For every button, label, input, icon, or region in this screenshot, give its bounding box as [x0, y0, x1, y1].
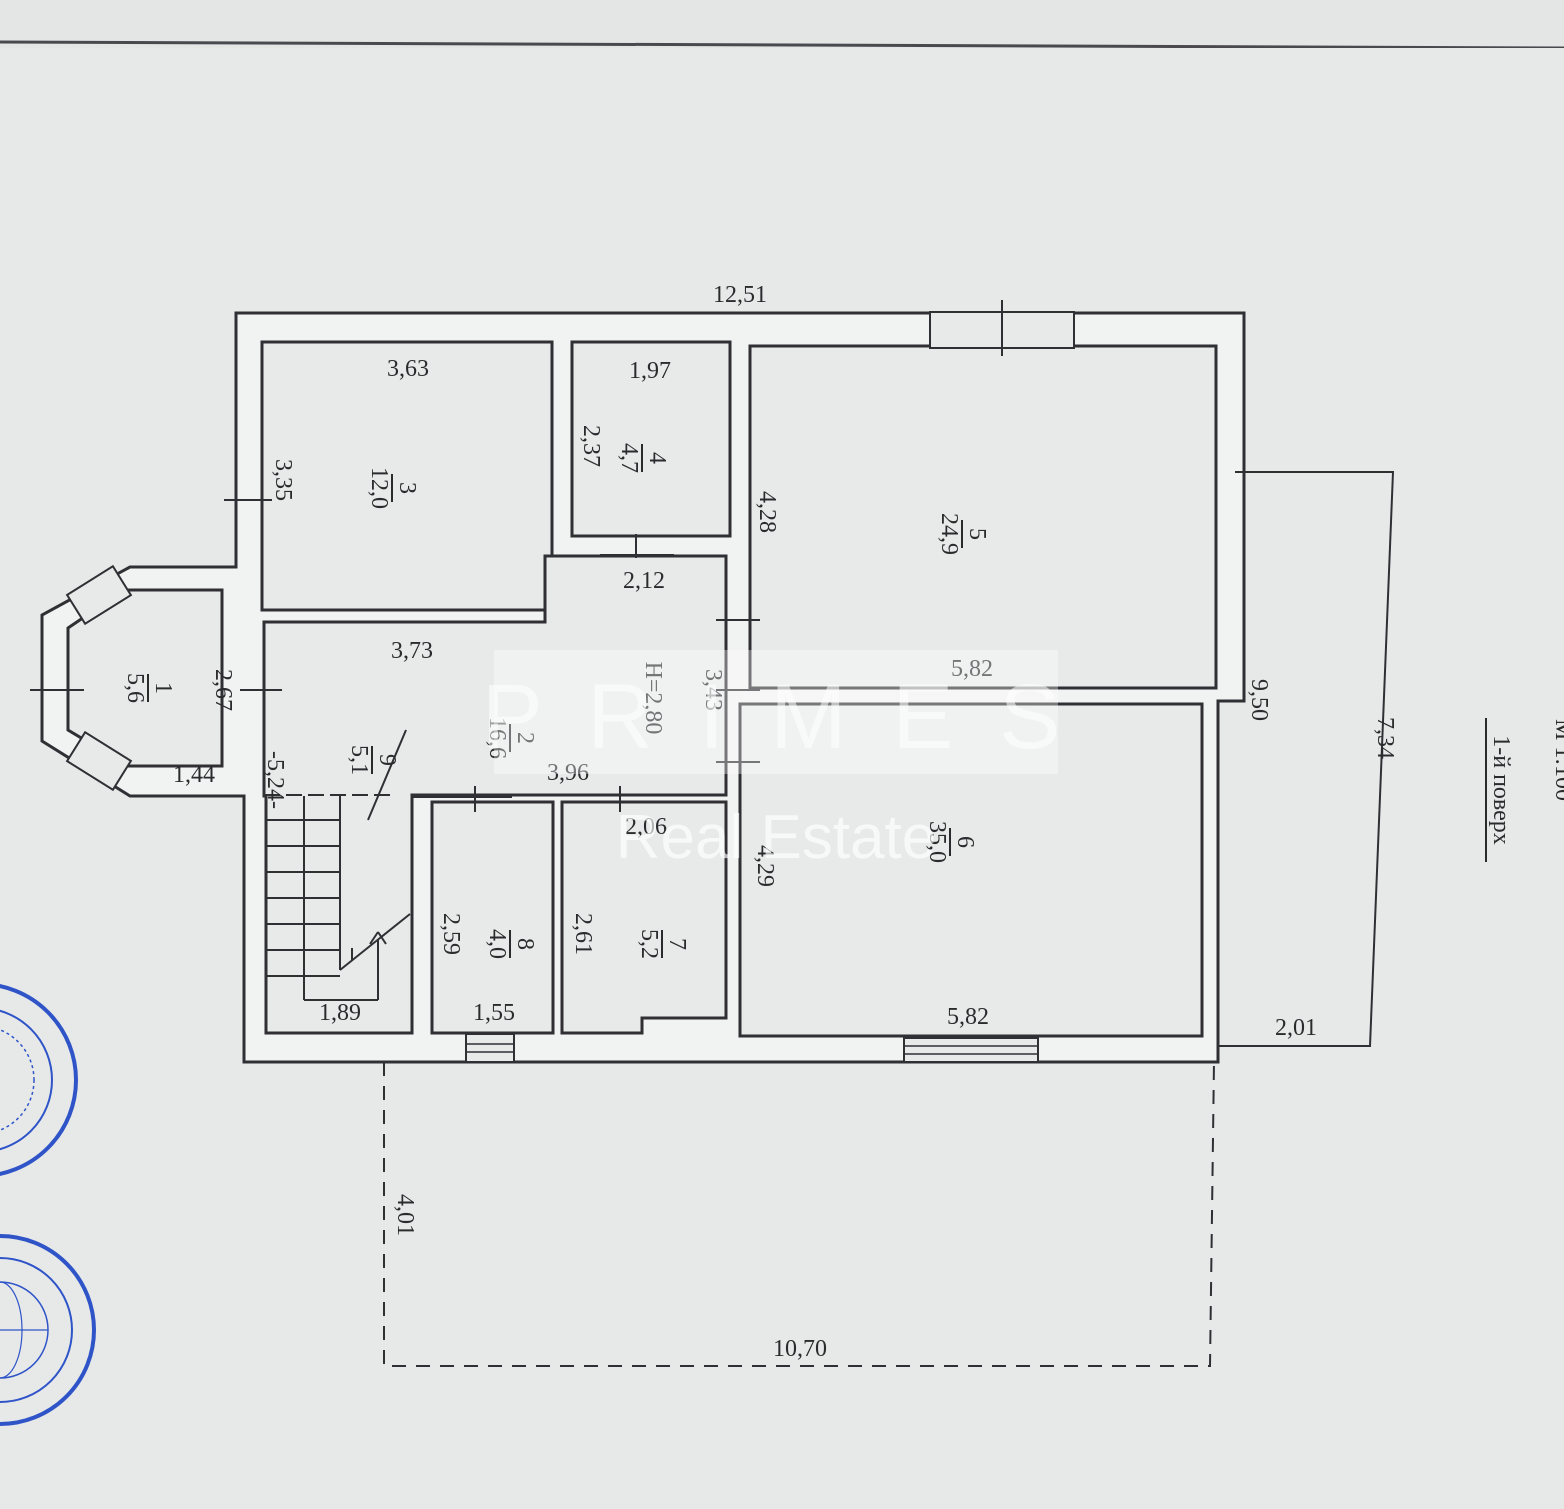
room-4-outline: [570, 340, 732, 538]
svg-text:1: 1: [150, 682, 176, 694]
dim-corridor-height: 3,43: [700, 669, 726, 711]
room-5-label: 5 24,9: [936, 513, 990, 555]
dim-room4-height: 2,37: [578, 425, 604, 467]
svg-text:5,1: 5,1: [346, 745, 372, 775]
svg-text:24,9: 24,9: [936, 513, 962, 555]
room-3-outline: [260, 340, 554, 612]
dim-hall-length: -5,24-: [262, 751, 288, 809]
room-6-label: 6 35,0: [924, 821, 978, 863]
svg-text:12,0: 12,0: [366, 467, 392, 509]
dim-room4-width: 1,97: [629, 358, 671, 384]
svg-text:2: 2: [512, 732, 538, 744]
svg-text:35,0: 35,0: [924, 821, 950, 863]
room-9-label: 9 5,1: [346, 745, 400, 775]
svg-text:3: 3: [394, 482, 420, 494]
svg-text:5,6: 5,6: [122, 673, 148, 703]
official-stamp-upper: [0, 984, 78, 1176]
dim-room3-width: 3,63: [387, 356, 429, 382]
svg-text:5: 5: [964, 528, 990, 540]
svg-text:8: 8: [512, 938, 538, 950]
room-6-outline: [738, 702, 1204, 1038]
dim-room3-height: 3,35: [270, 459, 296, 501]
dim-ceiling-height: H=2,80: [640, 662, 666, 735]
dim-terrace-depth: 7,34: [1372, 717, 1398, 759]
dim-total-width: 12,51: [713, 282, 767, 308]
room-7-outline: [560, 800, 728, 1035]
svg-text:9: 9: [374, 754, 400, 766]
dim-corridor-width: 2,12: [623, 568, 665, 594]
dim-stair-width: 1,89: [319, 1000, 361, 1026]
floor-title: 1-й поверх: [1485, 718, 1514, 862]
dim-room7-height: 2,61: [570, 913, 596, 955]
official-stamp-lower: [0, 1234, 96, 1426]
dim-hall-bottom-width: 3,96: [547, 760, 589, 786]
dim-room8-width: 1,55: [473, 1000, 515, 1026]
page-edge-line: [0, 40, 1564, 50]
scale-label: М 1:100: [1550, 719, 1564, 801]
room-4-label: 4 4,7: [616, 443, 670, 473]
dim-room5-height: 4,28: [754, 491, 780, 533]
svg-text:5,2: 5,2: [636, 929, 662, 959]
svg-text:6: 6: [952, 836, 978, 848]
room-8-label: 8 4,0: [484, 929, 538, 959]
svg-text:16,6: 16,6: [484, 717, 510, 759]
dim-room5-width: 5,82: [951, 656, 993, 682]
room-2-label: 2 16,6: [484, 717, 538, 759]
room-1-label: 1 5,6: [122, 673, 176, 703]
staircase: [266, 729, 411, 1001]
watermark-brand: P R I M E S: [482, 666, 1071, 768]
dim-porch-depth: 4,01: [392, 1194, 418, 1236]
svg-text:М 1:100: М 1:100: [1550, 719, 1564, 801]
svg-text:4: 4: [644, 452, 670, 464]
window-bay-bottom: [65, 730, 133, 792]
dim-terrace-width: 2,01: [1275, 1015, 1317, 1041]
svg-text:4,0: 4,0: [484, 929, 510, 959]
room-3-label: 3 12,0: [366, 467, 420, 509]
room-5-outline: [748, 344, 1218, 690]
room-7-label: 7 5,2: [636, 929, 690, 959]
dim-room6-height: 4,29: [752, 845, 778, 887]
dim-room6-width: 5,82: [947, 1004, 989, 1030]
dim-hall-width: 3,73: [391, 638, 433, 664]
terrace-outline: [1218, 471, 1395, 1047]
svg-text:7: 7: [664, 938, 690, 950]
dim-total-height: 9,50: [1246, 679, 1272, 721]
svg-text:1-й поверх: 1-й поверх: [1488, 735, 1514, 845]
dim-room7-width: 2,06: [625, 814, 667, 840]
dim-room1-height: 2,67: [210, 669, 236, 711]
porch-outline: [383, 1061, 1215, 1367]
window-bottom-right: [903, 1037, 1039, 1063]
watermark-box: [494, 650, 1058, 774]
svg-text:4,7: 4,7: [616, 443, 642, 473]
dim-room8-height: 2,59: [438, 913, 464, 955]
dim-porch-width: 10,70: [773, 1336, 827, 1362]
watermark-subtitle: Real Estate: [616, 803, 937, 872]
dim-room1-width: 1,44: [173, 762, 215, 788]
window-bottom-left: [465, 1033, 515, 1063]
window-bay-top: [65, 564, 133, 626]
